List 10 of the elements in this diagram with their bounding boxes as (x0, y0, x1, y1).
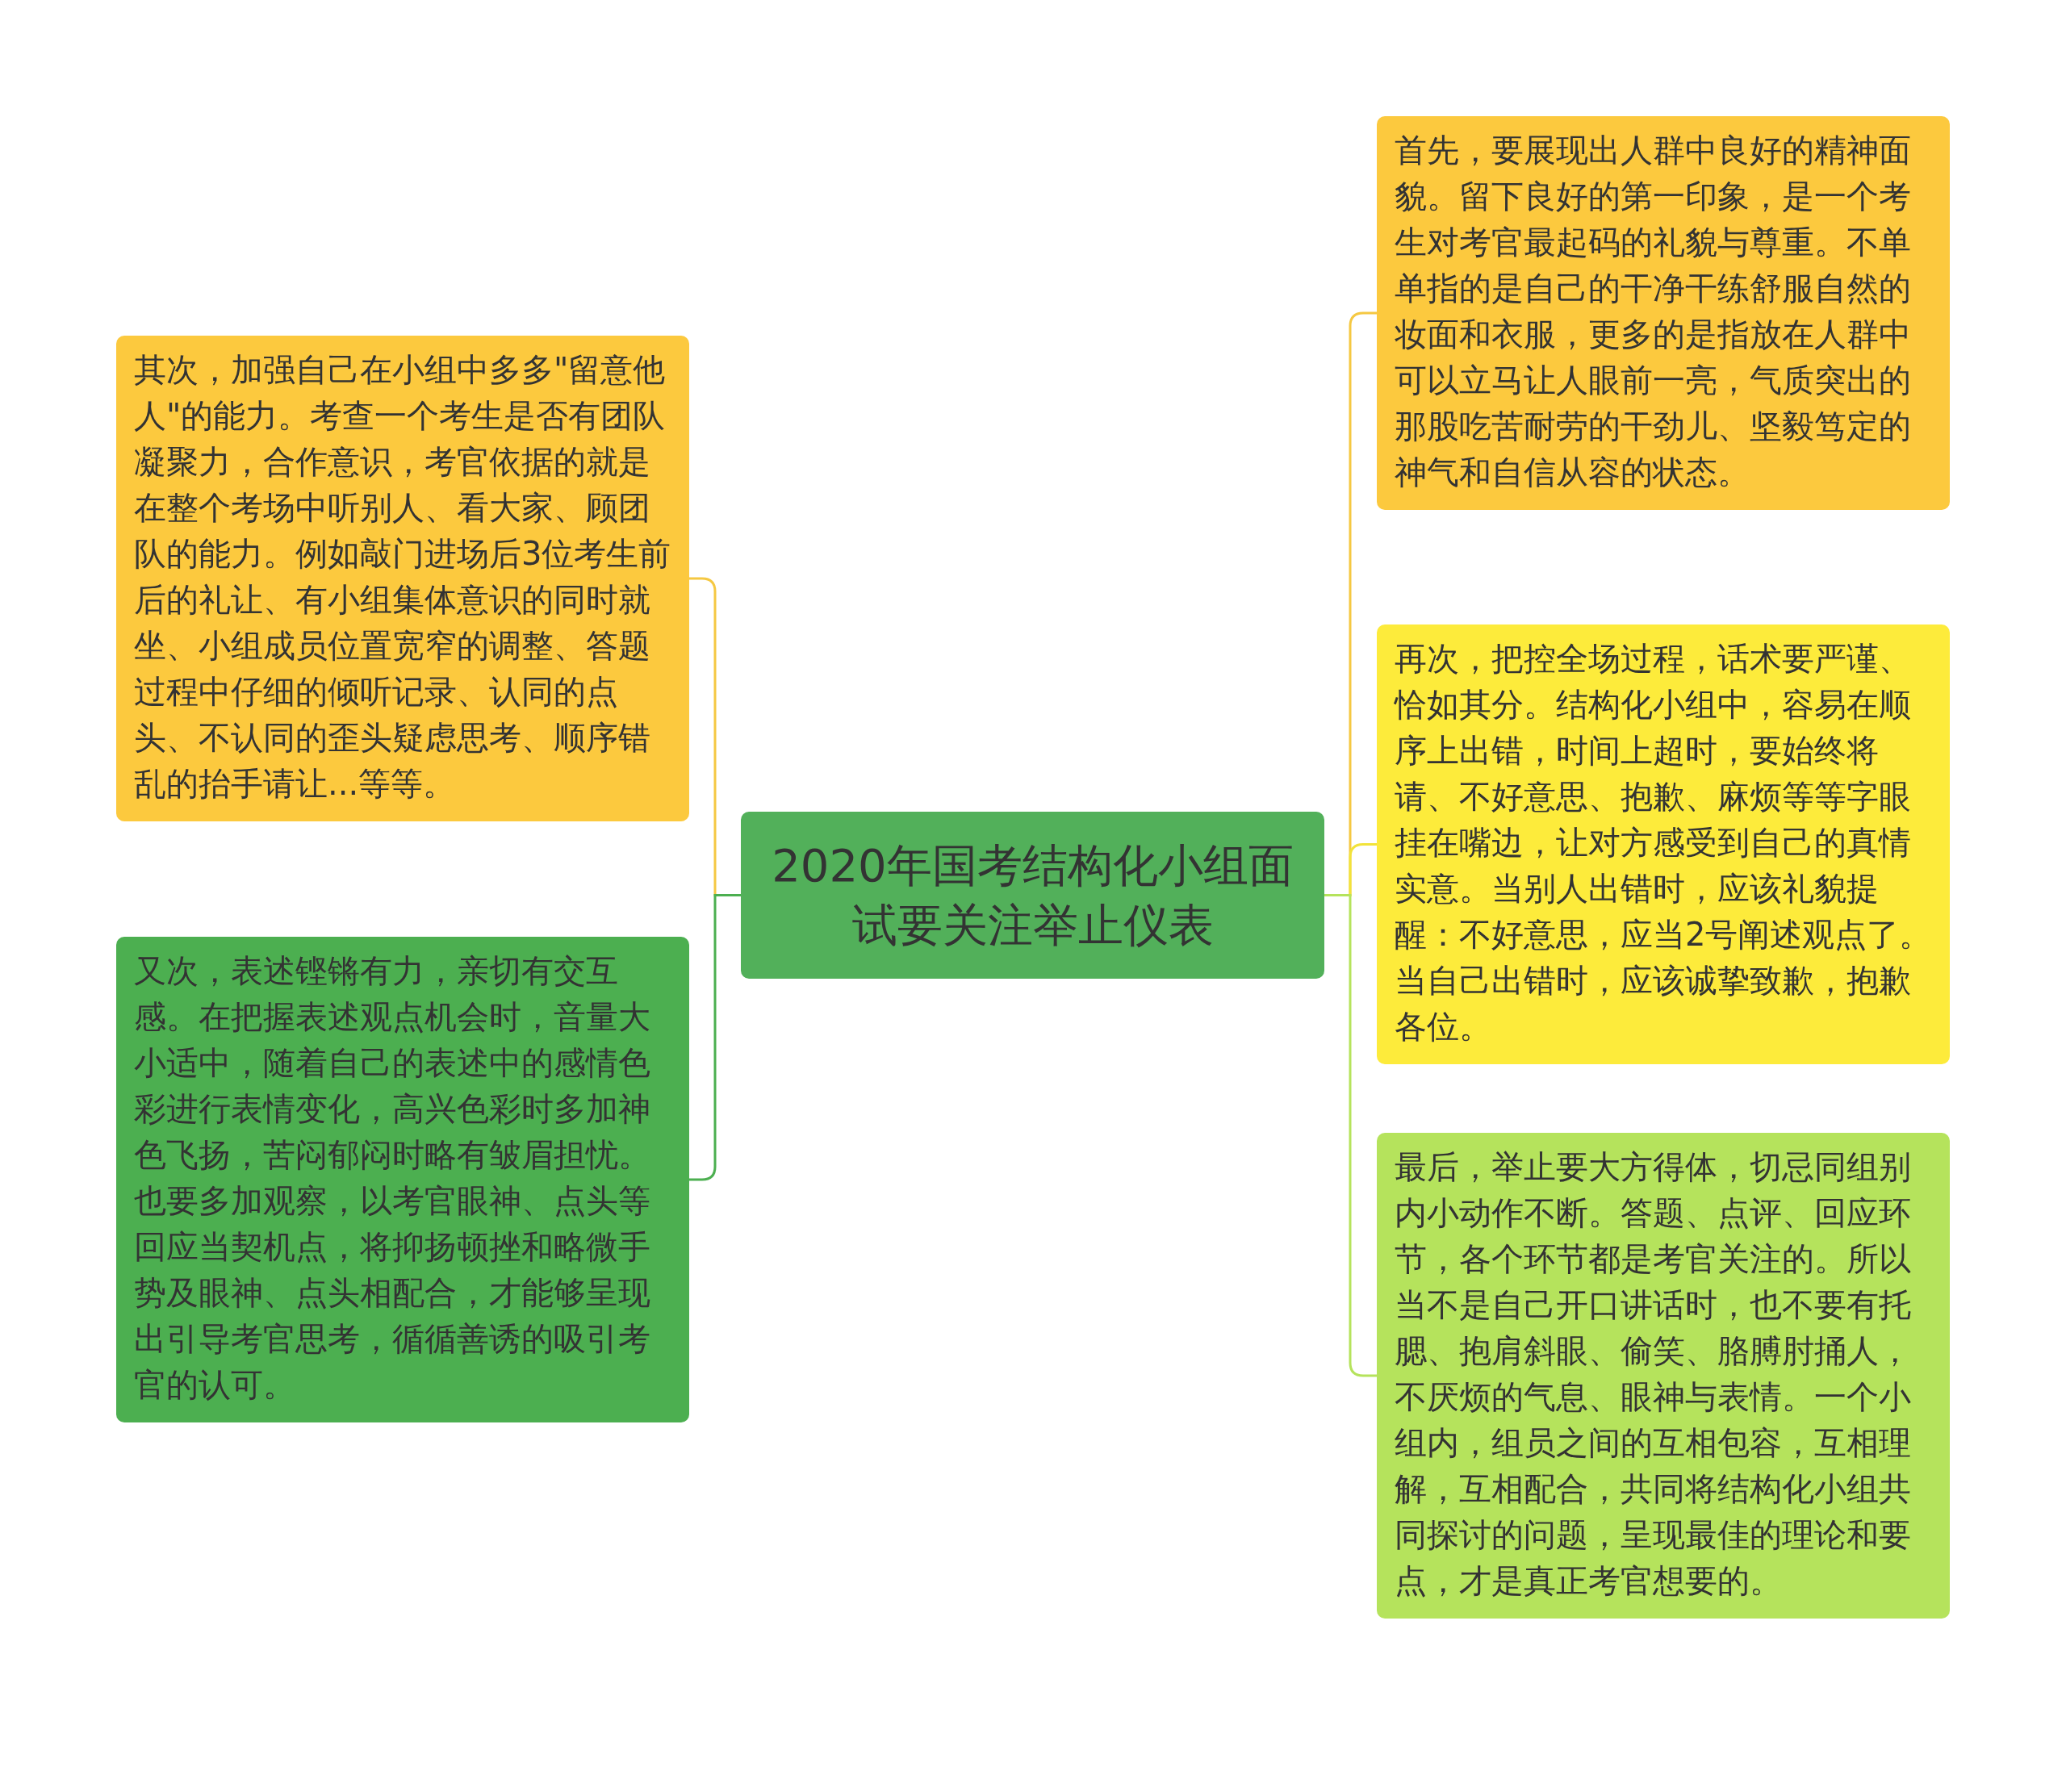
topic-text: 其次，加强自己在小组中多多"留意他人"的能力。考查一个考生是否有团队凝聚力，合作意识，考官依据的就是在整个考场中听别人、看大家、顾团队的能力。例如敲门进场后3位考生前后的礼让、有小组集体意识的同时就坐、小组成员位置宽窄的调整、答题过程中仔细的倾听记录、认同的点头、不认同的歪头疑虑思考、顺序错乱的抬手请让...等等。 (134, 350, 672, 804)
topic-text: 又次，表述铿锵有力，亲切有交互感。在把握表述观点机会时，音量大小适中，随着自己的表述中的感情色彩进行表情变化，高兴色彩时多加神色飞扬，苦闷郁闷时略有皱眉担忧。也要多加观察，以考官眼神、点头等回应当契机点，将抑扬顿挫和略微手势及眼神、点头相配合，才能够呈现出引导考官思考，循循善诱的吸引考官的认可。 (134, 951, 651, 1405)
topic-title: 2020年国考结构化小组面试要关注举止仪表 (771, 838, 1294, 953)
topic-box (1377, 1133, 1950, 1619)
topic-box (1377, 116, 1950, 510)
topic-box (116, 937, 689, 1422)
topic-text: 最后，举止要大方得体，切忌同组别内小动作不断。答题、点评、回应环节，各个环节都是考官关注的。所以当不是自己开口讲话时，也不要有托腮、抱肩斜眼、偷笑、胳膊肘捅人，不厌烦的气息、眼神与表情。一个小组内，组员之间的互相包容，互相理解，互相配合，共同将结构化小组共同探讨的问题，呈现最佳的理论和要点，才是真正考官想要的。 (1395, 1147, 1912, 1601)
central-topic-box (741, 812, 1324, 979)
topic-text: 首先，要展现出人群中良好的精神面貌。留下良好的第一印象，是一个考生对考官最起码的礼貌与尊重。不单单指的是自己的干净干练舒服自然的妆面和衣服，更多的是指放在人群中可以立马让人眼前一亮，气质突出的那股吃苦耐劳的干劲儿、坚毅笃定的神气和自信从容的状态。 (1395, 131, 1912, 492)
topic-text: 再次，把控全场过程，话术要严谨、恰如其分。结构化小组中，容易在顺序上出错，时间上超时，要始终将请、不好意思、抱歉、麻烦等等字眼挂在嘴边，让对方感受到自己的真情实意。当别人出错时，应该礼貌提醒：不好意思，应当2号阐述观点了。当自己出错时，应该诚挚致歉，抱歉各位。 (1395, 639, 1933, 1046)
